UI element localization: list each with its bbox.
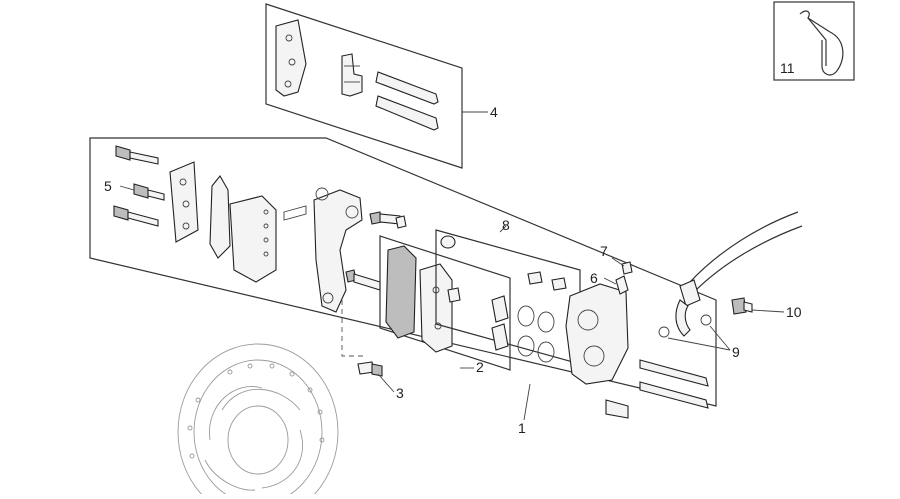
caliper-body xyxy=(565,283,629,419)
callout-6: 6 xyxy=(590,270,598,286)
callout-10: 10 xyxy=(786,304,802,320)
callout-3: 3 xyxy=(396,385,404,401)
callout-1: 1 xyxy=(518,420,526,436)
brake-disc xyxy=(177,343,339,499)
part-1-caliper: 1 xyxy=(518,383,531,436)
callout-2: 2 xyxy=(476,359,484,375)
part-6-7-bleeder: 6 7 xyxy=(590,243,633,295)
main-assembly-outline xyxy=(89,137,717,407)
callout-8: 8 xyxy=(502,217,510,233)
callout-11: 11 xyxy=(780,60,795,76)
part-10-banjo-bolt: 10 xyxy=(731,297,802,320)
part-2-pads: 2 xyxy=(379,235,511,375)
part-4-kit: 4 xyxy=(265,3,498,169)
callout-5: 5 xyxy=(104,178,112,194)
part-3-screw: 3 xyxy=(357,361,404,401)
part-9-washers: 9 xyxy=(658,314,740,360)
callout-7: 7 xyxy=(600,243,608,259)
callout-9: 9 xyxy=(732,344,740,360)
callout-4: 4 xyxy=(490,104,498,120)
part-5-bolts: 5 xyxy=(104,145,165,227)
brake-hose xyxy=(675,211,803,337)
part-11-box: 11 xyxy=(773,1,855,81)
mounting-plates xyxy=(169,161,277,283)
caliper-long-bolts xyxy=(639,359,709,409)
caliper-bracket xyxy=(283,187,364,357)
